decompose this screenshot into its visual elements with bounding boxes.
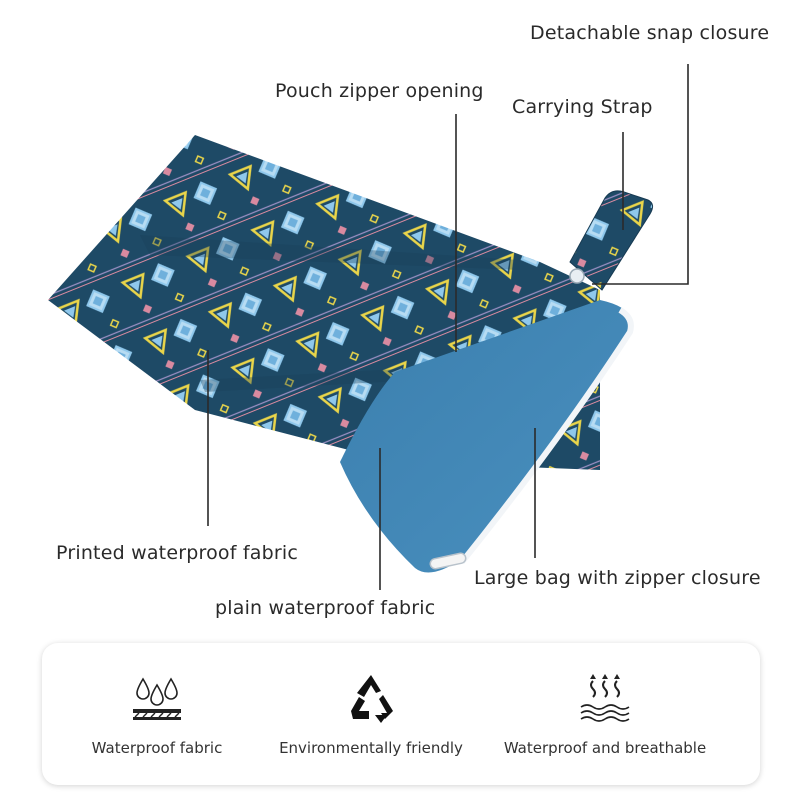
feature-label: Waterproof and breathable — [503, 739, 707, 757]
print-band — [140, 235, 520, 270]
callout-plain-fabric: plain waterproof fabric — [215, 597, 436, 619]
breathable-vapor-icon — [580, 674, 630, 722]
callout-leader-lines — [207, 64, 689, 590]
plain-fabric-panel — [340, 300, 632, 573]
features-panel: Waterproof fabric Environmentally friend… — [42, 643, 760, 785]
carrying-strap — [569, 190, 654, 291]
wet-bag-product-photo — [48, 64, 689, 590]
feature-waterproof-breathable: Waterproof and breathable — [485, 643, 725, 785]
snap-button — [569, 268, 585, 284]
water-drops-fabric-icon — [133, 677, 181, 720]
leader-snap-closure — [592, 64, 689, 285]
callout-pouch-zipper: Pouch zipper opening — [275, 80, 484, 102]
feature-label: Waterproof fabric — [91, 739, 223, 757]
feature-environmentally-friendly: Environmentally friendly — [256, 643, 486, 785]
zipper-track — [459, 307, 634, 564]
callout-large-bag: Large bag with zipper closure — [474, 567, 761, 589]
feature-label: Environmentally friendly — [279, 739, 463, 757]
callout-carrying-strap: Carrying Strap — [512, 96, 653, 118]
callout-printed-fabric: Printed waterproof fabric — [56, 542, 298, 564]
zipper-pull — [429, 552, 467, 570]
callout-snap-closure: Detachable snap closure — [530, 22, 770, 44]
feature-waterproof-fabric: Waterproof fabric — [42, 643, 272, 785]
recycle-icon — [351, 675, 393, 723]
